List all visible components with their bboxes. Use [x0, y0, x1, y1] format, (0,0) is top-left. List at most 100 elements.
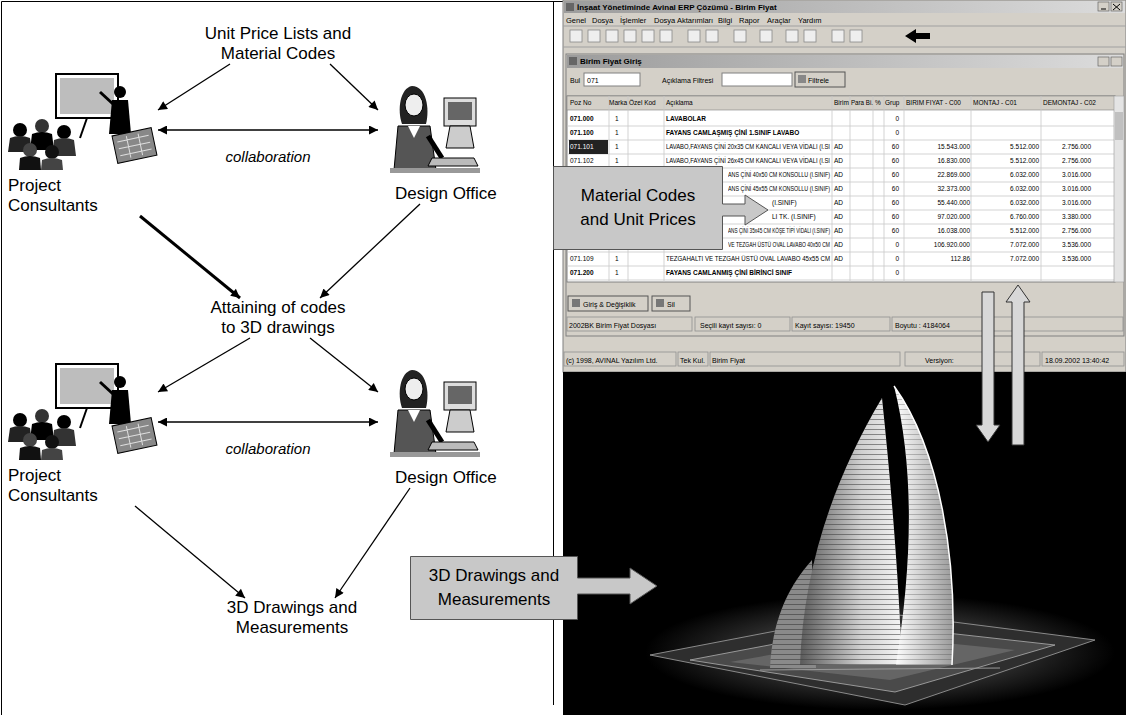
screen-text: Özel Kod	[629, 99, 656, 107]
node-text: Project Consultants	[8, 466, 118, 506]
screen-text: 16.038.000	[938, 227, 971, 235]
connector-arrow	[158, 64, 230, 110]
software-window	[588, 30, 600, 42]
screen-text: 3.536.000	[1062, 255, 1091, 263]
software-window	[569, 140, 608, 154]
screen-text: 3.536.000	[1062, 241, 1091, 249]
software-window	[722, 73, 792, 86]
connector-arrow	[335, 488, 410, 598]
screen-text: DEMONTAJ - C02	[1043, 99, 1096, 107]
building-rendering	[894, 386, 953, 665]
software-window	[567, 317, 692, 331]
consultants-icon	[100, 382, 113, 394]
software-window	[804, 30, 816, 42]
software-window	[564, 352, 676, 366]
consultants-icon	[23, 143, 37, 157]
consultants-icon	[117, 131, 153, 159]
software-window	[569, 57, 577, 65]
screen-text: 55.440.000	[938, 199, 971, 207]
software-window	[572, 299, 580, 307]
screen-text: 6.760.000	[1010, 213, 1039, 221]
screen-text: 2.756.000	[1062, 143, 1091, 151]
consultants-icon	[60, 78, 114, 114]
screen-text: %	[875, 99, 881, 107]
node-text: Material Codes and Unit Prices	[565, 184, 711, 232]
consultants-icon	[19, 156, 41, 170]
office-icon	[408, 126, 420, 138]
screen-text: LAVABOLAR	[666, 115, 706, 123]
exchange-arrows	[1006, 285, 1030, 445]
screen-text: 7.072.000	[1010, 241, 1039, 249]
screen-text: 60	[892, 171, 899, 179]
screen-text: 1	[615, 255, 619, 263]
software-window	[832, 30, 844, 42]
screen-text: Dosya Aktarımları	[654, 16, 713, 25]
consultants-icon	[57, 125, 71, 139]
screen-text: 1	[615, 157, 619, 165]
office-icon	[448, 102, 472, 120]
software-window	[734, 30, 746, 42]
building-rendering	[563, 372, 1126, 715]
software-window	[905, 29, 930, 43]
screen-text: 0	[895, 115, 899, 123]
office-icon	[428, 158, 478, 166]
screen-text: AD	[834, 227, 843, 235]
consultants-icon	[60, 368, 114, 404]
callout-box: Material Codes and Unit Prices	[553, 166, 723, 250]
consultants-icon	[56, 364, 118, 408]
consultants-icon	[35, 409, 49, 423]
office-icon	[428, 420, 442, 442]
screen-text: ANS ÇİNİ 40x50 CM KONSOLLU (I.SINIF)	[728, 171, 830, 179]
software-window	[850, 30, 862, 42]
building-rendering	[563, 372, 1126, 715]
screen-text: 16.830.000	[938, 157, 971, 165]
source-text: Unit Price Lists and Material Codes	[203, 24, 353, 64]
callout-box: 3D Drawings and Measurements	[410, 556, 578, 620]
screen-text: 60	[892, 227, 899, 235]
actor-icon-box: Project Consultants	[8, 72, 158, 216]
actor-icon-box: Project Consultants	[8, 362, 158, 506]
screen-text: 5.512.000	[1010, 157, 1039, 165]
software-window	[566, 54, 1124, 336]
screen-text: AD	[834, 185, 843, 193]
screen-text: Sil	[667, 300, 675, 309]
screen-text: 2.756.000	[1062, 157, 1091, 165]
screen-text: LAVABO,FAYANS ÇİNİ 20x35 CM KANCALI VEYA…	[666, 143, 830, 151]
consultants-icon	[112, 418, 157, 454]
office-icon	[428, 442, 478, 450]
node-text: Design Office	[395, 468, 518, 488]
screen-text: 0	[895, 255, 899, 263]
screen-text: 3.016.000	[1062, 199, 1091, 207]
node-text: 3D Drawings and Measurements	[422, 564, 566, 612]
screen-text: 3.016.000	[1062, 185, 1091, 193]
building-rendering	[800, 398, 902, 665]
building-rendering	[894, 386, 953, 665]
software-window	[567, 55, 1123, 68]
callout-shape	[410, 556, 659, 622]
consultants-icon	[57, 415, 71, 429]
software-window	[567, 96, 1115, 110]
screen-text: 0	[895, 269, 899, 277]
screen-text: Poz No	[570, 99, 591, 107]
screen-text: Para Bi.	[851, 99, 873, 107]
consultants-icon	[114, 376, 126, 388]
screen-text: 0	[895, 129, 899, 137]
consultants-icon	[112, 128, 157, 164]
screen-text: İşlemler	[620, 16, 646, 25]
screen-text: Filtrele	[808, 76, 829, 85]
process-text: Attaining of codes to 3D drawings	[203, 298, 353, 338]
callout-shape	[554, 167, 769, 250]
consultants-icon	[19, 446, 41, 460]
software-window	[606, 30, 618, 42]
consultants-icon	[23, 433, 37, 447]
screen-text: 3.016.000	[1062, 171, 1091, 179]
consultants-icon	[112, 418, 157, 454]
office-icon	[444, 98, 476, 126]
connector-arrow	[310, 338, 378, 392]
screen-text: 071.100	[570, 129, 594, 137]
screen-text: 6.032.000	[1010, 171, 1039, 179]
screen-text: 5.512.000	[1010, 143, 1039, 151]
screen-text: 1	[615, 269, 619, 277]
software-window	[566, 3, 574, 11]
callout-shape	[411, 557, 658, 620]
